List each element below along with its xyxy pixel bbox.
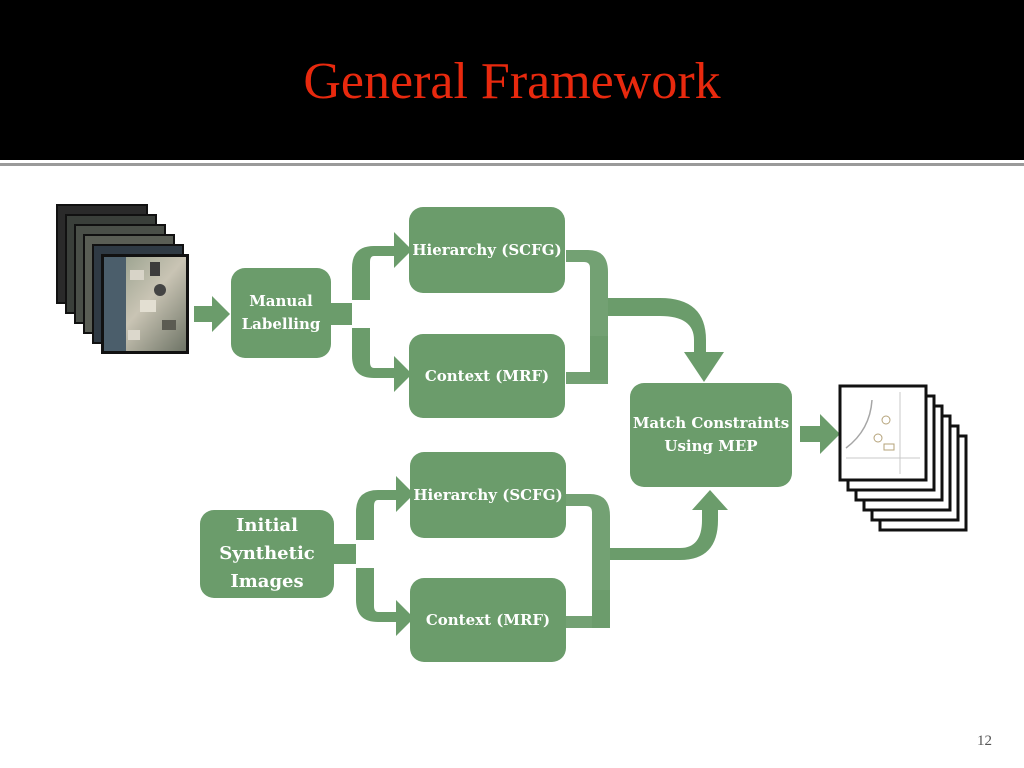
context-mrf-node-bottom: Context (MRF) [410, 578, 566, 662]
slide-title: General Framework [303, 53, 721, 110]
hierarchy-scfg-node-bottom: Hierarchy (SCFG) [410, 452, 566, 538]
merge-bottom [566, 490, 728, 628]
aerial-photo [101, 254, 189, 354]
aerial-image-stack [56, 204, 189, 354]
title-divider [0, 163, 1024, 166]
map-sketch [838, 384, 928, 482]
hierarchy-scfg-node-top: Hierarchy (SCFG) [409, 207, 565, 293]
merge-top [566, 250, 724, 384]
fork-top [330, 232, 412, 392]
manual-labelling-node: Manual Labelling [231, 268, 331, 358]
fork-bottom [334, 476, 414, 636]
context-mrf-node-top: Context (MRF) [409, 334, 565, 418]
match-constraints-node: Match Constraints Using MEP [630, 383, 792, 487]
arrow-images-to-labelling [194, 296, 230, 332]
title-bar [0, 0, 1024, 160]
map-sketch-stack [838, 384, 968, 532]
page-number: 12 [977, 733, 992, 749]
initial-synthetic-images-node: Initial Synthetic Images [200, 510, 334, 598]
arrow-match-to-output [800, 414, 840, 454]
